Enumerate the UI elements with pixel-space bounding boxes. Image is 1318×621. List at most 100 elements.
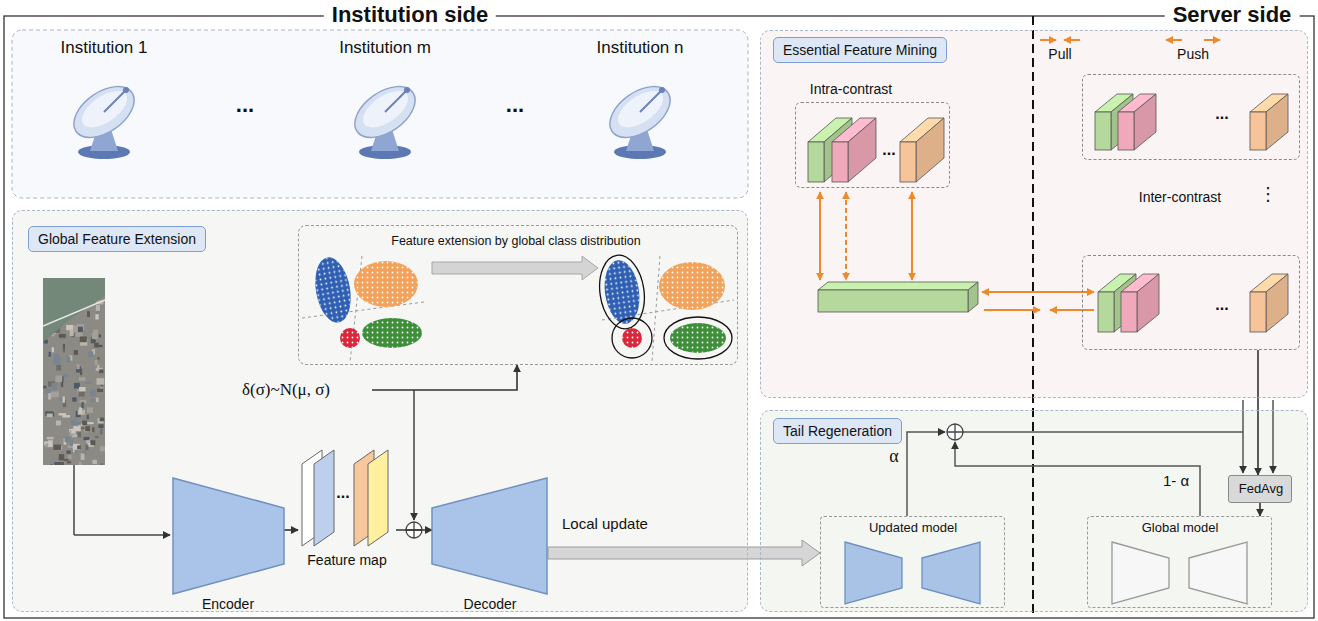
image-block <box>59 413 66 415</box>
node-label: Institution n <box>597 38 684 58</box>
vector-front <box>832 142 848 182</box>
image-block <box>95 314 98 319</box>
cluster-samples <box>659 262 725 310</box>
image-block <box>45 389 52 394</box>
side-heading: Server side <box>1165 2 1300 27</box>
feature-vector <box>1095 94 1133 150</box>
image-block <box>67 461 71 463</box>
annotation: ... <box>236 92 254 117</box>
vector-side <box>824 118 852 182</box>
vector-side <box>1134 94 1156 150</box>
image-block <box>49 352 51 357</box>
dish-feed-tip <box>123 87 129 93</box>
noise-line <box>413 390 415 520</box>
image-block <box>47 437 54 439</box>
image-block <box>96 305 100 312</box>
annotation: Pull <box>1048 46 1071 62</box>
image-block <box>73 426 80 431</box>
vector-front <box>808 142 824 182</box>
institution: Institution m <box>315 36 455 186</box>
update-arrow <box>548 540 820 566</box>
noise-formula: δ(σ)~N(μ, σ) <box>200 374 372 406</box>
vector-front <box>1121 292 1137 332</box>
image-block <box>63 396 65 402</box>
vector-front <box>1250 112 1266 150</box>
feature-vector <box>1118 94 1156 150</box>
flow-arrow <box>284 529 298 531</box>
image-block <box>90 390 96 396</box>
satellite-dish <box>65 76 144 159</box>
dish-feed <box>104 90 126 112</box>
image-block <box>88 351 93 357</box>
flow-line <box>74 534 170 536</box>
image-block <box>92 333 98 339</box>
dec-shape <box>432 476 548 614</box>
decoder-shape <box>1189 542 1247 604</box>
module-panel: Updated modelGlobal modelFedAvgTail Rege… <box>760 410 1308 612</box>
image-block <box>59 334 66 338</box>
image-block <box>97 345 103 347</box>
module-panel: Intra-contrast.........Essential Feature… <box>760 30 1308 398</box>
contrast-arrow <box>1040 39 1056 41</box>
image-block <box>99 369 103 373</box>
image-block <box>92 427 94 432</box>
vector-side <box>916 118 944 182</box>
dish-inner <box>357 84 415 135</box>
cluster-samples <box>340 328 360 348</box>
image-block <box>100 446 105 451</box>
image-block <box>56 420 61 425</box>
node-label: Feature map <box>307 552 386 568</box>
vector-side <box>968 282 978 312</box>
flow-arrow <box>372 365 517 390</box>
image-block <box>95 360 98 365</box>
image-block <box>51 464 53 465</box>
institutions-panel <box>12 30 748 198</box>
sum-symbol <box>947 424 963 440</box>
contrast-arrow <box>982 291 1094 293</box>
module-tag: Essential Feature Mining <box>773 37 947 63</box>
image-block <box>86 382 92 384</box>
vector-side <box>848 118 876 182</box>
image-block <box>72 397 76 401</box>
image-block <box>81 402 83 408</box>
dish-feed <box>385 90 407 112</box>
image-block <box>77 432 81 438</box>
feature-vector <box>1250 94 1288 150</box>
dish-feed-tip <box>659 87 665 93</box>
image-block <box>43 386 46 389</box>
image-block <box>93 340 96 342</box>
dish-feed <box>640 90 662 112</box>
image-block <box>87 422 93 424</box>
image-block <box>100 418 104 422</box>
aerial-image <box>43 278 105 465</box>
image-block <box>51 383 56 390</box>
image-ground <box>43 278 105 465</box>
node-label: ... <box>1215 105 1228 123</box>
node-label: δ(σ)~N(μ, σ) <box>242 380 330 400</box>
image-block <box>74 350 78 355</box>
flow-arrow <box>1259 503 1261 516</box>
image-block <box>66 450 70 453</box>
vector-front <box>1250 292 1266 332</box>
feature-vector <box>832 118 876 182</box>
image-block <box>56 365 61 370</box>
feature-plane <box>368 450 388 546</box>
annotation: Inter-contrast <box>1139 189 1221 205</box>
annotation: Push <box>1177 46 1209 62</box>
annotation: ⋮ <box>1259 184 1277 205</box>
outer-frame <box>4 16 1314 618</box>
sum-cross <box>947 424 963 440</box>
node-label: FedAvg <box>1239 482 1284 497</box>
contrast-arrow <box>845 192 847 280</box>
node-label: Institution m <box>339 38 431 58</box>
image-block <box>77 327 82 332</box>
image-block <box>48 440 53 447</box>
encoder-shape <box>1112 542 1169 604</box>
image-block <box>84 437 90 440</box>
image-block <box>79 407 82 413</box>
image-block <box>100 428 102 434</box>
image-block <box>97 378 105 385</box>
contrast-arrow <box>911 192 913 280</box>
dish-inner <box>612 84 670 135</box>
contrast-arrow <box>819 192 821 280</box>
